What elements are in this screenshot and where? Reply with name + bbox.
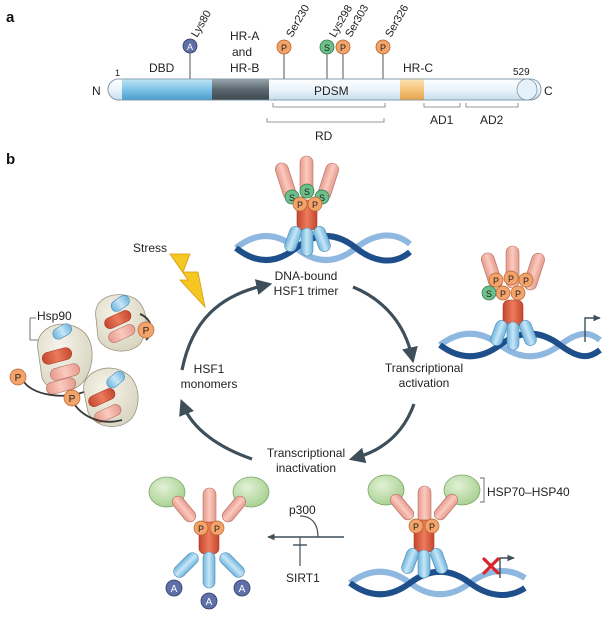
site-lys80: A Lys80 — [182, 8, 214, 54]
panel-a-letter: a — [6, 9, 15, 26]
phospho-mark: P — [340, 43, 346, 53]
hrc-domain — [400, 79, 424, 100]
phospho-mark: P — [429, 522, 435, 532]
transcription-start-arrow — [584, 314, 601, 342]
hsp70-hsp40-label: HSP70–HSP40 — [487, 485, 570, 499]
sumo-mark: S — [324, 43, 330, 53]
site-ser230: P Ser230 — [276, 3, 312, 55]
panel-b-letter: b — [6, 151, 15, 168]
acetyl-mark: A — [239, 584, 246, 595]
phospho-badge — [335, 39, 351, 55]
acetylation-arrow — [267, 515, 344, 566]
blocked-x-icon — [482, 557, 500, 575]
trimer-label-line1: DNA-bound — [275, 269, 338, 283]
hsp90-monomers: Hsp90 P P P — [9, 294, 155, 427]
pdsm-label: PDSM — [314, 84, 349, 98]
trimer-inactive-dna: P P — [367, 474, 481, 579]
dna-right — [438, 330, 602, 360]
phospho-mark: P — [69, 394, 76, 405]
rd-label: RD — [315, 129, 333, 143]
site-label-lys80: Lys80 — [189, 8, 214, 39]
sirt1-label: SIRT1 — [286, 571, 320, 585]
sumo-mark: S — [289, 193, 295, 203]
domain-map: N C 1 529 DBD HR-A and HR-B HR-C PDSM A … — [92, 3, 553, 143]
ad1-label: AD1 — [430, 113, 454, 127]
arrow-to-activation — [352, 285, 418, 364]
trimer-label-line2: HSF1 trimer — [274, 284, 339, 298]
trimer-active: P P P P P S — [481, 245, 545, 351]
trimer-acetylated: P P A A A — [148, 476, 270, 610]
phospho-mark: P — [312, 200, 318, 210]
acetyl-badge — [182, 38, 198, 54]
residue-end-label: 529 — [513, 67, 530, 78]
hsp90-label: Hsp90 — [37, 309, 72, 323]
sumo-mark: S — [486, 289, 492, 299]
sumo-mark: S — [319, 193, 325, 203]
dbd-domain — [122, 79, 212, 100]
and-label: and — [232, 45, 252, 59]
site-ser326: P Ser326 — [375, 3, 411, 55]
phospho-mark: P — [523, 276, 529, 286]
cycle-arrows — [179, 279, 418, 464]
phospho-badge — [276, 39, 292, 55]
hrc-label: HR-C — [403, 61, 433, 75]
hr-ab-domain — [212, 79, 269, 100]
acetyl-badge — [200, 592, 218, 610]
monomers-label-line1: HSF1 — [194, 362, 225, 376]
phospho-mark: P — [380, 43, 386, 53]
phospho-mark: P — [15, 373, 22, 384]
residue-start-label: 1 — [115, 68, 120, 78]
inactivation-label-line1: Transcriptional — [267, 446, 345, 460]
hra-label: HR-A — [230, 29, 259, 43]
activation-label-line1: Transcriptional — [385, 361, 463, 375]
phospho-mark: P — [198, 524, 204, 534]
region-brackets — [266, 103, 519, 123]
phospho-mark: P — [508, 274, 514, 284]
sumo-badge — [319, 39, 335, 55]
stress-label: Stress — [133, 241, 167, 255]
phospho-mark: P — [143, 326, 150, 337]
arrow-to-inactivation — [348, 403, 416, 464]
activation-label-line2: activation — [399, 376, 450, 390]
phospho-mark: P — [281, 43, 287, 53]
n-terminus-label: N — [92, 84, 101, 98]
dna-bottom — [348, 568, 527, 598]
phospho-mark: P — [413, 522, 419, 532]
phospho-mark: P — [500, 289, 506, 299]
c-terminal-cap — [516, 78, 538, 101]
phospho-mark: P — [297, 200, 303, 210]
hsp70-bracket — [480, 477, 485, 503]
acetyl-mark: A — [206, 597, 213, 608]
hrb-label: HR-B — [230, 61, 259, 75]
ad2-label: AD2 — [480, 113, 504, 127]
acetyl-badge — [165, 579, 183, 597]
acetyl-badge — [233, 579, 251, 597]
blocked-transcription-arrow — [499, 554, 515, 578]
acetyl-mark: A — [187, 42, 193, 52]
phospho-mark: P — [515, 289, 521, 299]
monomers-label-line2: monomers — [181, 377, 238, 391]
dbd-label: DBD — [149, 61, 175, 75]
p300-label: p300 — [289, 503, 316, 517]
phospho-mark: P — [493, 276, 499, 286]
site-label-ser230: Ser230 — [284, 3, 312, 40]
arrow-to-monomers — [179, 399, 253, 461]
phospho-badge — [375, 39, 391, 55]
lightning-icon — [169, 253, 206, 309]
phospho-mark: P — [214, 524, 220, 534]
site-label-ser326: Ser326 — [383, 3, 411, 40]
trimer-dna-bound: S S S P P — [275, 155, 339, 257]
arrow-to-trimer — [180, 279, 273, 371]
sumo-mark: S — [304, 187, 310, 197]
inactivation-label-line2: inactivation — [276, 461, 336, 475]
acetyl-mark: A — [171, 584, 178, 595]
c-terminus-label: C — [544, 84, 553, 98]
